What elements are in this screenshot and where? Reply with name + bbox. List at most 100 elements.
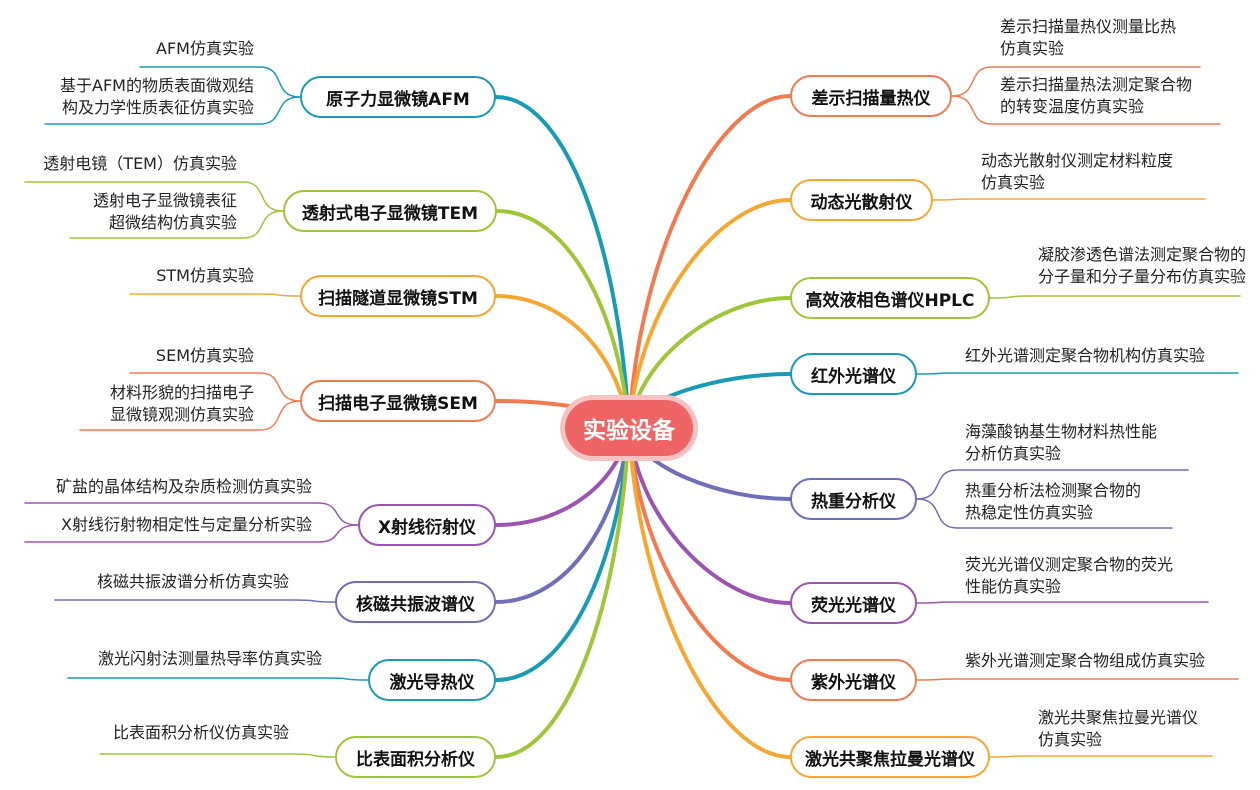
leaf-connector-right-6-0 xyxy=(916,678,1239,681)
leaf-connector-left-3-1 xyxy=(79,400,301,431)
leaf-left-6-0: 激光闪射法测量热导率仿真实验 xyxy=(98,648,322,670)
connector-right-7 xyxy=(627,426,792,759)
leaf-left-4-1: X射线衍射物相定性与定量分析实验 xyxy=(61,514,312,536)
branch-node-left-0[interactable]: 原子力显微镜AFM xyxy=(300,76,496,118)
branch-node-left-5[interactable]: 核磁共振波谱仪 xyxy=(335,581,496,623)
leaf-connector-right-5-0 xyxy=(916,601,1209,604)
leaf-line: 紫外光谱测定聚合物组成仿真实验 xyxy=(965,651,1206,670)
connector-right-1 xyxy=(627,198,792,430)
connector-left-5 xyxy=(494,426,631,604)
leaf-line: 差示扫描量热法测定聚合物 xyxy=(1000,75,1193,94)
leaf-line: 差示扫描量热仪测量比热 xyxy=(1000,17,1177,36)
leaf-right-4-1: 热重分析法检测聚合物的热稳定性仿真实验 xyxy=(965,480,1141,524)
leaf-line: 材料形貌的扫描电子 xyxy=(109,383,254,402)
leaf-left-1-0: 透射电镜（TEM）仿真实验 xyxy=(43,153,237,175)
leaf-connector-right-0-0 xyxy=(951,66,1201,97)
leaf-line: 激光闪射法测量热导率仿真实验 xyxy=(97,649,322,668)
leaf-line: 分子量和分子量分布仿真实验 xyxy=(1038,267,1247,286)
connector-left-6 xyxy=(494,426,631,682)
leaf-line: 热重分析法检测聚合物的 xyxy=(965,481,1142,500)
leaf-connector-left-4-1 xyxy=(24,524,359,543)
branch-node-right-3[interactable]: 红外光谱仪 xyxy=(790,353,917,395)
leaf-right-7-0: 激光共聚焦拉曼光谱仪仿真实验 xyxy=(1038,707,1198,751)
connector-left-0 xyxy=(494,95,631,430)
leaf-line: STM仿真实验 xyxy=(156,266,254,285)
connector-left-1 xyxy=(495,209,631,430)
leaf-line: X射线衍射物相定性与定量分析实验 xyxy=(61,515,312,534)
leaf-right-5-0: 荧光光谱仪测定聚合物的荧光性能仿真实验 xyxy=(965,554,1173,598)
branch-node-right-4[interactable]: 热重分析仪 xyxy=(790,478,917,520)
leaf-line: 透射电镜（TEM）仿真实验 xyxy=(43,154,237,173)
leaf-connector-right-4-0 xyxy=(916,469,1189,500)
leaf-connector-left-0-0 xyxy=(139,66,301,98)
leaf-left-0-0: AFM仿真实验 xyxy=(156,38,254,60)
connector-right-5 xyxy=(627,426,792,605)
connector-right-0 xyxy=(627,94,792,430)
branch-node-left-6[interactable]: 激光导热仪 xyxy=(368,659,496,701)
leaf-left-4-0: 矿盐的晶体结构及杂质检测仿真实验 xyxy=(56,476,312,498)
center-node[interactable]: 实验设备 xyxy=(565,400,693,456)
leaf-connector-left-5-0 xyxy=(54,599,336,603)
leaf-left-0-1: 基于AFM的物质表面微观结构及力学性质表征仿真实验 xyxy=(60,75,254,119)
leaf-right-0-0: 差示扫描量热仪测量比热仿真实验 xyxy=(1000,16,1176,60)
leaf-line: 荧光光谱仪测定聚合物的荧光 xyxy=(965,555,1174,574)
branch-node-right-5[interactable]: 荧光光谱仪 xyxy=(790,582,917,624)
leaf-line: 构及力学性质表征仿真实验 xyxy=(61,98,254,117)
leaf-connector-right-3-0 xyxy=(916,372,1239,375)
leaf-line: 基于AFM的物质表面微观结 xyxy=(60,76,254,95)
leaf-connector-right-4-1 xyxy=(916,498,1173,529)
leaf-line: 性能仿真实验 xyxy=(965,577,1062,596)
branch-node-right-2[interactable]: 高效液相色谱仪HPLC xyxy=(790,277,990,319)
leaf-connector-right-0-1 xyxy=(951,95,1221,125)
leaf-right-3-0: 红外光谱测定聚合物机构仿真实验 xyxy=(965,345,1205,367)
leaf-line: 的转变温度仿真实验 xyxy=(1000,97,1145,116)
leaf-line: AFM仿真实验 xyxy=(156,39,254,58)
leaf-connector-right-1-0 xyxy=(932,198,1206,201)
leaf-left-3-0: SEM仿真实验 xyxy=(156,345,254,367)
leaf-line: SEM仿真实验 xyxy=(155,346,254,365)
leaf-line: 超微结构仿真实验 xyxy=(108,213,237,232)
branch-node-right-7[interactable]: 激光共聚焦拉曼光谱仪 xyxy=(790,736,990,778)
leaf-line: 分析仿真实验 xyxy=(965,444,1062,463)
leaf-line: 热稳定性仿真实验 xyxy=(965,503,1094,522)
leaf-left-2-0: STM仿真实验 xyxy=(156,265,254,287)
leaf-line: 显微镜观测仿真实验 xyxy=(109,405,254,424)
leaf-connector-left-7-0 xyxy=(99,753,336,758)
branch-node-left-2[interactable]: 扫描隧道显微镜STM xyxy=(300,275,496,317)
leaf-left-7-0: 比表面积分析仪仿真实验 xyxy=(113,722,289,744)
connector-right-6 xyxy=(627,426,792,682)
leaf-line: 仿真实验 xyxy=(981,173,1046,192)
leaf-connector-left-1-0 xyxy=(24,181,284,212)
branch-node-left-4[interactable]: X射线衍射仪 xyxy=(358,504,496,546)
leaf-line: 凝胶渗透色谱法测定聚合物的 xyxy=(1038,245,1247,264)
leaf-connector-left-1-1 xyxy=(69,210,284,239)
connector-left-7 xyxy=(494,426,631,759)
leaf-line: 矿盐的晶体结构及杂质检测仿真实验 xyxy=(55,477,312,496)
leaf-left-1-1: 透射电子显微镜表征超微结构仿真实验 xyxy=(93,190,237,234)
leaf-connector-left-2-0 xyxy=(129,293,301,297)
leaf-line: 透射电子显微镜表征 xyxy=(92,191,237,210)
leaf-connector-left-4-0 xyxy=(24,502,359,526)
leaf-right-6-0: 紫外光谱测定聚合物组成仿真实验 xyxy=(965,650,1205,672)
leaf-right-0-1: 差示扫描量热法测定聚合物的转变温度仿真实验 xyxy=(1000,74,1192,118)
leaf-line: 红外光谱测定聚合物机构仿真实验 xyxy=(965,346,1206,365)
leaf-right-1-0: 动态光散射仪测定材料粒度仿真实验 xyxy=(981,150,1173,194)
leaf-connector-right-7-0 xyxy=(989,755,1213,758)
branch-node-left-3[interactable]: 扫描电子显微镜SEM xyxy=(300,380,496,422)
branch-node-right-6[interactable]: 紫外光谱仪 xyxy=(790,659,917,701)
leaf-right-4-0: 海藻酸钠基生物材料热性能分析仿真实验 xyxy=(965,421,1157,465)
branch-node-right-1[interactable]: 动态光散射仪 xyxy=(790,179,933,221)
leaf-line: 仿真实验 xyxy=(1000,39,1065,58)
leaf-line: 核磁共振波谱分析仿真实验 xyxy=(96,572,289,591)
leaf-line: 比表面积分析仪仿真实验 xyxy=(112,723,289,742)
leaf-connector-left-6-0 xyxy=(67,677,369,681)
branch-node-right-0[interactable]: 差示扫描量热仪 xyxy=(790,75,952,117)
leaf-line: 海藻酸钠基生物材料热性能 xyxy=(965,422,1158,441)
branch-node-left-1[interactable]: 透射式电子显微镜TEM xyxy=(283,190,497,232)
branch-node-left-7[interactable]: 比表面积分析仪 xyxy=(335,736,496,778)
leaf-connector-left-0-1 xyxy=(44,96,301,125)
leaf-left-3-1: 材料形貌的扫描电子显微镜观测仿真实验 xyxy=(110,382,254,426)
leaf-right-2-0: 凝胶渗透色谱法测定聚合物的分子量和分子量分布仿真实验 xyxy=(1038,244,1246,288)
leaf-connector-right-2-0 xyxy=(989,295,1241,299)
